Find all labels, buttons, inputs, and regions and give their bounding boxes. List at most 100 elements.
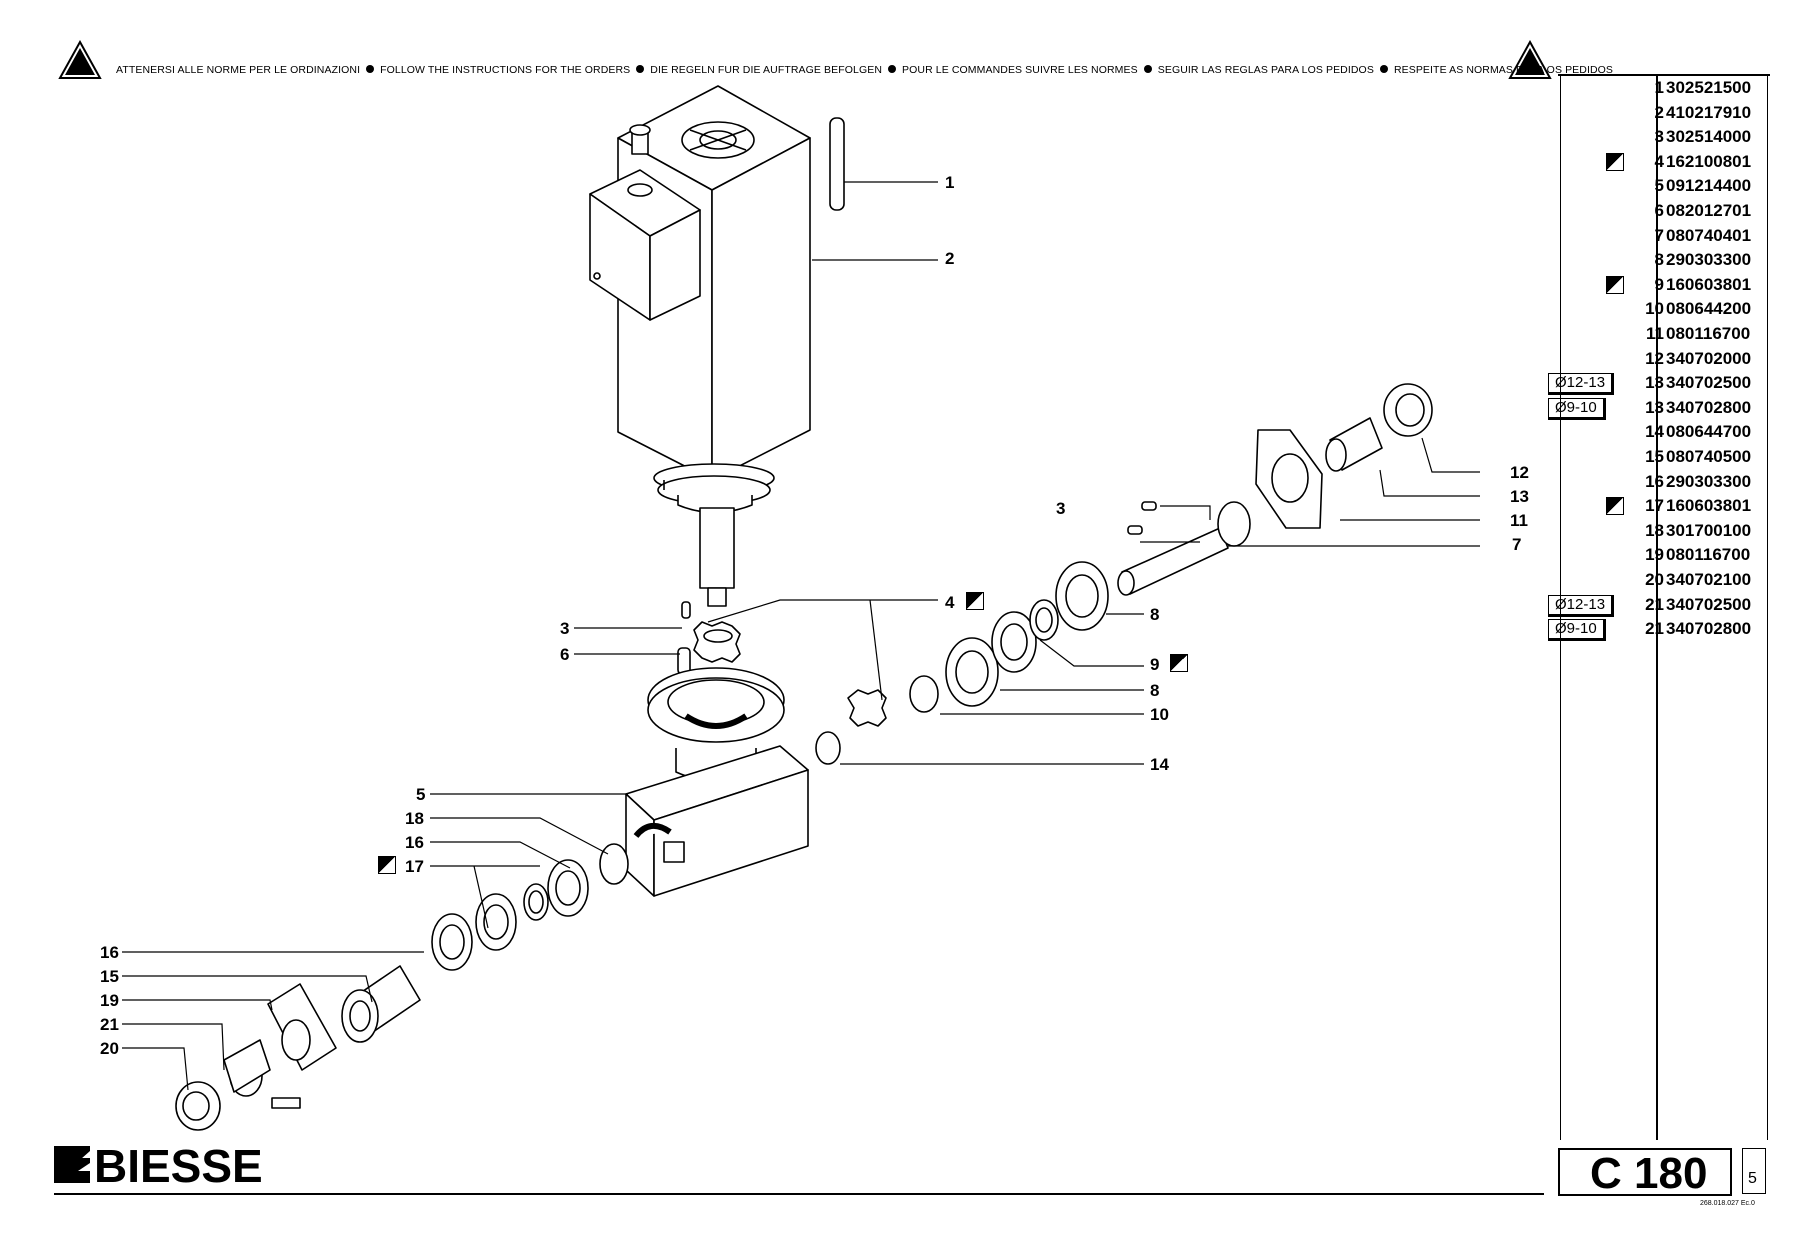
part-code: 340702800 — [1666, 397, 1752, 417]
diameter-variant-tag: Ø9-10 — [1548, 397, 1606, 420]
footer-rule — [54, 1193, 1544, 1195]
part-code: 080644200 — [1666, 299, 1752, 319]
part-code: 080644700 — [1666, 422, 1752, 442]
part-position-number: 13 — [1645, 373, 1664, 393]
callout-7: 7 — [1512, 535, 1522, 554]
parts-table — [1560, 76, 1768, 1140]
instruction-it: ATTENERSI ALLE NORME PER LE ORDINAZIONI — [116, 64, 361, 76]
part-code: 160603801 — [1666, 496, 1752, 516]
callout-3: 3 — [560, 619, 570, 638]
part-position-number: 18 — [1645, 520, 1664, 540]
part-position-number: 13 — [1645, 397, 1664, 417]
diameter-variant-tag: Ø9-10 — [1548, 619, 1606, 642]
instruction-fr: POUR LE COMMANDES SUIVRE LES NORMES — [902, 64, 1138, 76]
callout-17: 17 — [405, 857, 424, 876]
parts-table-divider — [1656, 76, 1658, 1140]
callout-1: 1 — [945, 173, 955, 192]
part-position-number: 14 — [1645, 422, 1664, 442]
callout-8: 8 — [1150, 605, 1160, 624]
replacement-mark-icon — [1606, 497, 1624, 516]
part-position-number: 17 — [1645, 496, 1664, 516]
instruction-de: DIE REGELN FUR DIE AUFTRAGE BEFOLGEN — [650, 64, 883, 76]
part-position-number: 1 — [1654, 78, 1664, 97]
instruction-en: FOLLOW THE INSTRUCTIONS FOR THE ORDERS — [380, 64, 631, 76]
warning-triangle-icon — [1508, 40, 1552, 79]
part-position-number: 20 — [1645, 570, 1664, 589]
diameter-variant-tag: Ø12-13 — [1548, 594, 1615, 617]
biesse-logo: BIESSE — [54, 1146, 263, 1186]
part-position-number: 12 — [1645, 348, 1664, 368]
callout-3: 3 — [1056, 499, 1066, 518]
callout-11: 11 — [1510, 511, 1528, 530]
part-position-number: 11 — [1646, 324, 1664, 343]
instruction-es: SEGUIR LAS REGLAS PARA LOS PEDIDOS — [1157, 64, 1374, 76]
parts-table-rule — [1558, 74, 1770, 76]
warning-triangle-icon — [58, 40, 102, 79]
callout-4: 4 — [945, 593, 955, 612]
callout-16: 16 — [405, 833, 424, 852]
part-position-number: 3 — [1654, 127, 1664, 147]
part-code: 162100801 — [1666, 151, 1752, 171]
page-number: 5 — [1748, 1170, 1757, 1187]
callout-19: 19 — [100, 991, 119, 1010]
part-code: 340702000 — [1666, 348, 1752, 368]
callout-12: 12 — [1510, 463, 1529, 482]
callout-18: 18 — [405, 809, 424, 828]
order-instructions: ATTENERSI ALLE NORME PER LE ORDINAZIONI F… — [116, 64, 1613, 76]
motor-housing — [589, 85, 811, 607]
part-position-number: 4 — [1654, 151, 1664, 171]
part-code: 160603801 — [1666, 274, 1752, 294]
replacement-mark-icon — [1170, 654, 1188, 672]
biesse-wordmark: BIESSE — [94, 1146, 263, 1186]
part-code: 091214400 — [1666, 176, 1752, 196]
part-code: 080116700 — [1666, 545, 1751, 565]
part-position-number: 21 — [1645, 594, 1664, 614]
callout-20: 20 — [100, 1039, 119, 1058]
callout-9: 9 — [1150, 655, 1160, 674]
part-position-number: 16 — [1645, 471, 1664, 491]
part-position-number: 8 — [1654, 250, 1664, 270]
part-position-number: 6 — [1654, 201, 1664, 220]
part-code: 410217910 — [1666, 102, 1752, 122]
replacement-mark-icon — [378, 856, 396, 874]
callout-14: 14 — [1150, 755, 1169, 774]
document-reference: 268.018.027 Ec.0 — [1700, 1200, 1755, 1207]
model-label: C 180 — [1590, 1149, 1708, 1198]
callout-10: 10 — [1150, 705, 1169, 724]
part-code: 301700100 — [1666, 520, 1752, 540]
part-position-number: 10 — [1645, 299, 1664, 319]
callout-8: 8 — [1150, 681, 1160, 700]
part-code: 302514000 — [1666, 127, 1752, 147]
part-code: 340702800 — [1666, 619, 1752, 639]
part-position-number: 19 — [1645, 545, 1664, 565]
callout-16: 16 — [100, 943, 119, 962]
part-code: 080740500 — [1666, 447, 1752, 466]
replacement-mark-icon — [1606, 152, 1624, 171]
part-code: 080116700 — [1666, 324, 1751, 343]
part-position-number: 7 — [1654, 225, 1664, 245]
part-code: 340702100 — [1666, 570, 1752, 589]
callout-6: 6 — [560, 645, 570, 664]
part-position-number: 15 — [1645, 447, 1664, 466]
model-box — [1558, 1148, 1732, 1196]
callout-5: 5 — [416, 785, 426, 804]
callout-2: 2 — [945, 249, 955, 268]
